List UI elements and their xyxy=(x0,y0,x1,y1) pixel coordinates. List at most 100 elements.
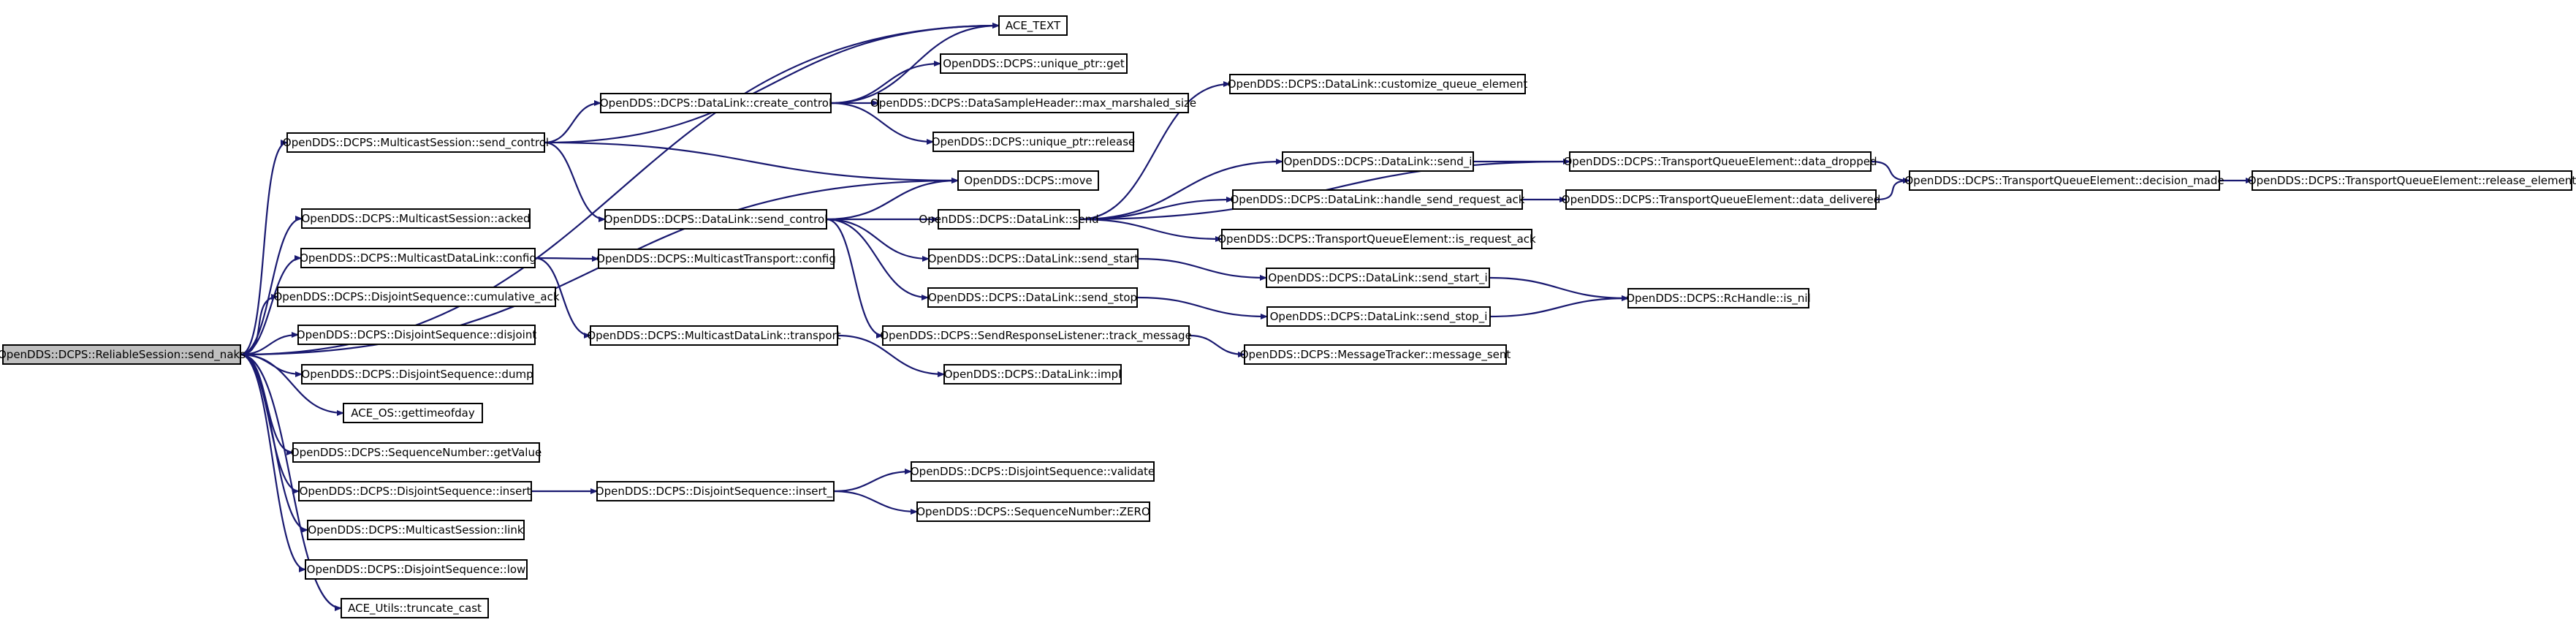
node-dl-send-start[interactable]: OpenDDS::DCPS::DataLink::send_start xyxy=(928,249,1139,269)
node-box xyxy=(300,248,536,268)
node-label: OpenDDS::DCPS::DataSampleHeader::max_mar… xyxy=(870,96,1196,110)
node-rc-is-nil[interactable]: OpenDDS::DCPS::RcHandle::is_nil xyxy=(1626,288,1811,308)
node-dl-create-control[interactable]: OpenDDS::DCPS::DataLink::create_control xyxy=(600,93,832,113)
edge-root-to-ds-cumulative-ack xyxy=(240,294,278,356)
node-mdl-transport[interactable]: OpenDDS::DCPS::MulticastDataLink::transp… xyxy=(587,325,841,346)
edge-dl-send-to-dl-handle-send-request-ack xyxy=(1079,197,1234,221)
node-label: OpenDDS::DCPS::DataLink::send_stop_i xyxy=(1270,310,1488,324)
node-dsh-max-marshaled[interactable]: OpenDDS::DCPS::DataSampleHeader::max_mar… xyxy=(870,93,1196,113)
node-ds-dump[interactable]: OpenDDS::DCPS::DisjointSequence::dump xyxy=(301,364,533,385)
node-box xyxy=(343,403,483,423)
node-label: OpenDDS::DCPS::DisjointSequence::insert_… xyxy=(596,485,835,499)
node-label: OpenDDS::DCPS::MulticastDataLink::config xyxy=(300,251,536,265)
edge-ms-send-control-to-ace-text xyxy=(544,23,1000,144)
node-box xyxy=(305,559,528,580)
node-box xyxy=(2252,170,2572,191)
node-label: OpenDDS::DCPS::DisjointSequence::low xyxy=(307,563,526,576)
node-root[interactable]: OpenDDS::DCPS::ReliableSession::send_nak… xyxy=(0,344,246,365)
node-box xyxy=(928,249,1139,269)
node-box xyxy=(604,209,827,230)
node-ds-validate[interactable]: OpenDDS::DCPS::DisjointSequence::validat… xyxy=(911,461,1155,482)
node-ace-text[interactable]: ACE_TEXT xyxy=(998,15,1068,36)
node-ms-send-control[interactable]: OpenDDS::DCPS::MulticastSession::send_co… xyxy=(283,132,549,153)
edge-dl-send-control-to-move xyxy=(826,178,959,221)
node-box xyxy=(878,93,1189,113)
edge-dl-send-stop-to-dl-send-stop-i xyxy=(1136,296,1268,319)
node-box xyxy=(1244,344,1507,365)
node-ds-low[interactable]: OpenDDS::DCPS::DisjointSequence::low xyxy=(305,559,528,580)
node-label: OpenDDS::DCPS::SequenceNumber::getValue xyxy=(291,446,542,459)
edge-dl-send-to-tqe-is-request-ack xyxy=(1079,218,1223,242)
node-dl-handle-send-request-ack[interactable]: OpenDDS::DCPS::DataLink::handle_send_req… xyxy=(1231,189,1525,210)
edge-root-to-ds-low xyxy=(240,353,306,572)
node-box xyxy=(596,481,835,501)
node-box xyxy=(2,344,241,365)
node-sn-zero[interactable]: OpenDDS::DCPS::SequenceNumber::ZERO xyxy=(916,501,1150,522)
node-box xyxy=(590,325,838,346)
node-dl-send-stop-i[interactable]: OpenDDS::DCPS::DataLink::send_stop_i xyxy=(1266,306,1491,327)
node-ds-insert[interactable]: OpenDDS::DCPS::DisjointSequence::insert xyxy=(298,481,532,501)
node-ace-os-gettimeofday[interactable]: ACE_OS::gettimeofday xyxy=(343,403,483,423)
node-box xyxy=(998,15,1068,36)
node-label: OpenDDS::DCPS::SendResponseListener::tra… xyxy=(880,329,1192,343)
node-mt-message-sent[interactable]: OpenDDS::DCPS::MessageTracker::message_s… xyxy=(1240,344,1511,365)
node-mt-config[interactable]: OpenDDS::DCPS::MulticastTransport::confi… xyxy=(596,249,836,269)
node-label: OpenDDS::DCPS::DataLink::create_control xyxy=(600,96,832,110)
node-uptr-get[interactable]: OpenDDS::DCPS::unique_ptr::get xyxy=(940,53,1128,74)
edge-ds-insert-i-to-sn-zero xyxy=(833,490,918,515)
node-box xyxy=(940,53,1128,74)
node-label: ACE_OS::gettimeofday xyxy=(351,406,475,420)
node-ms-acked[interactable]: OpenDDS::DCPS::MulticastSession::acked xyxy=(301,208,531,229)
node-ds-cumulative-ack[interactable]: OpenDDS::DCPS::DisjointSequence::cumulat… xyxy=(273,287,560,307)
node-dl-send-start-i[interactable]: OpenDDS::DCPS::DataLink::send_start_i xyxy=(1266,268,1490,288)
node-label: OpenDDS::DCPS::DataLink::send_start_i xyxy=(1268,271,1487,285)
node-tqe-decision-made[interactable]: OpenDDS::DCPS::TransportQueueElement::de… xyxy=(1904,170,2224,191)
node-dl-impl[interactable]: OpenDDS::DCPS::DataLink::impl xyxy=(943,364,1122,385)
edge-dl-send-control-to-dl-send-stop xyxy=(826,218,929,300)
node-dl-send-control[interactable]: OpenDDS::DCPS::DataLink::send_control xyxy=(604,209,828,230)
node-dl-send-i[interactable]: OpenDDS::DCPS::DataLink::send_i xyxy=(1282,151,1474,172)
node-label: OpenDDS::DCPS::TransportQueueElement::is… xyxy=(1217,232,1536,246)
edge-mdl-config-to-mdl-transport xyxy=(534,257,591,338)
edge-tqe-data-dropped-to-tqe-decision-made xyxy=(1870,160,1910,183)
node-dl-send[interactable]: OpenDDS::DCPS::DataLink::send xyxy=(919,209,1099,230)
node-tqe-release-element[interactable]: OpenDDS::DCPS::TransportQueueElement::re… xyxy=(2248,170,2576,191)
node-box xyxy=(1569,151,1872,172)
node-tqe-data-dropped[interactable]: OpenDDS::DCPS::TransportQueueElement::da… xyxy=(1564,151,1877,172)
node-tqe-is-request-ack[interactable]: OpenDDS::DCPS::TransportQueueElement::is… xyxy=(1217,229,1536,249)
node-label: OpenDDS::DCPS::DisjointSequence::validat… xyxy=(911,465,1155,478)
edge-dl-send-to-dl-customize xyxy=(1079,81,1231,221)
node-box xyxy=(341,598,489,618)
node-tqe-data-delivered[interactable]: OpenDDS::DCPS::TransportQueueElement::da… xyxy=(1562,189,1880,210)
node-box xyxy=(1282,151,1474,172)
node-dl-customize[interactable]: OpenDDS::DCPS::DataLink::customize_queue… xyxy=(1228,74,1528,94)
node-label: OpenDDS::DCPS::DataLink::impl xyxy=(944,368,1122,381)
node-box xyxy=(1266,268,1490,288)
edge-dl-create-control-to-ace-text xyxy=(830,23,1000,105)
node-label: OpenDDS::DCPS::RcHandle::is_nil xyxy=(1626,292,1811,306)
node-move[interactable]: OpenDDS::DCPS::move xyxy=(957,170,1099,191)
node-box xyxy=(1565,189,1877,210)
node-label: OpenDDS::DCPS::DataLink::handle_send_req… xyxy=(1231,193,1525,207)
edge-root-to-ds-disjoint xyxy=(240,332,299,356)
node-mdl-config[interactable]: OpenDDS::DCPS::MulticastDataLink::config xyxy=(300,248,536,268)
node-box xyxy=(286,132,545,153)
node-label: OpenDDS::DCPS::TransportQueueElement::re… xyxy=(2248,174,2576,188)
node-box xyxy=(938,209,1080,230)
node-label: OpenDDS::DCPS::DataLink::send_i xyxy=(1284,155,1473,169)
node-box xyxy=(1221,229,1532,249)
node-sn-getvalue[interactable]: OpenDDS::DCPS::SequenceNumber::getValue xyxy=(291,442,542,463)
node-dl-send-stop[interactable]: OpenDDS::DCPS::DataLink::send_stop xyxy=(927,287,1138,308)
node-srl-track-message[interactable]: OpenDDS::DCPS::SendResponseListener::tra… xyxy=(880,325,1192,346)
node-box xyxy=(307,520,525,540)
edge-dl-send-start-i-to-rc-is-nil xyxy=(1489,276,1629,301)
node-ms-link[interactable]: OpenDDS::DCPS::MulticastSession::link xyxy=(307,520,525,540)
node-ds-disjoint[interactable]: OpenDDS::DCPS::DisjointSequence::disjoin… xyxy=(297,325,537,345)
node-box xyxy=(927,287,1138,308)
node-ace-utils-truncate-cast[interactable]: ACE_Utils::truncate_cast xyxy=(341,598,489,618)
node-uptr-release[interactable]: OpenDDS::DCPS::unique_ptr::release xyxy=(932,132,1136,152)
node-box xyxy=(277,287,556,307)
node-label: OpenDDS::DCPS::TransportQueueElement::da… xyxy=(1564,155,1877,169)
node-ds-insert-i[interactable]: OpenDDS::DCPS::DisjointSequence::insert_… xyxy=(596,481,835,501)
